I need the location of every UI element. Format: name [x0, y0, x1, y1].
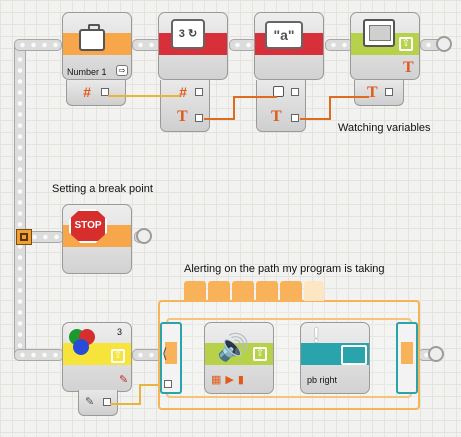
- sequence-beam-top: [14, 39, 62, 51]
- text-wire: [329, 96, 369, 98]
- wait-block-band: [301, 343, 369, 365]
- sensor-wire: [139, 384, 141, 405]
- variable-data-hub[interactable]: #: [66, 80, 126, 106]
- sequence-beam-row1-c: [325, 39, 353, 51]
- probe-icon: ✎: [119, 374, 129, 386]
- sequence-end-hub[interactable]: [436, 36, 452, 52]
- switch-tab[interactable]: [304, 281, 324, 301]
- sequence-beam-left: [14, 40, 26, 360]
- text-plug-b-icon: [273, 86, 284, 97]
- switch-tab[interactable]: [256, 281, 278, 301]
- display-screen-icon: [363, 19, 395, 47]
- text-input-plug[interactable]: [385, 88, 393, 96]
- text-icon: T: [271, 108, 282, 125]
- upload-arrow-icon: ⇧: [399, 37, 413, 51]
- text-data-hub[interactable]: T: [256, 80, 306, 132]
- sensor-output-plug[interactable]: [103, 398, 111, 406]
- switch-tab[interactable]: [208, 281, 230, 301]
- light-sensor-value: 3: [117, 327, 123, 337]
- probe-icon: ✎: [85, 396, 95, 408]
- number-input-plug[interactable]: [195, 88, 203, 96]
- text-wire: [329, 96, 331, 120]
- caption-watching-variables: Watching variables: [338, 122, 431, 134]
- number-icon: #: [179, 84, 187, 100]
- switch-entry-fill: [165, 342, 177, 364]
- wait-label: pb right: [307, 375, 338, 385]
- text-wire: [233, 96, 235, 120]
- stop-sign-icon: STOP: [69, 209, 107, 243]
- sequence-beam-row1-b: [229, 39, 257, 51]
- quote-text-icon: "a": [265, 21, 303, 49]
- number-to-text-block[interactable]: 3 ↻: [158, 12, 228, 80]
- switch-tab[interactable]: [280, 281, 302, 301]
- text-wire: [300, 118, 330, 120]
- switch-exit-fill: [401, 342, 413, 364]
- sequence-end-hub[interactable]: [136, 228, 152, 244]
- text-wire: [204, 118, 234, 120]
- variable-label: Number 1: [67, 67, 107, 77]
- number-icon: #: [83, 84, 91, 100]
- switch-inner-frame: [166, 318, 412, 398]
- number-wire: [108, 95, 180, 97]
- wait-block[interactable]: ! pb right: [300, 322, 370, 394]
- variable-block[interactable]: Number 1 ⇨: [62, 12, 132, 80]
- breakpoint-marker-icon[interactable]: [16, 229, 32, 245]
- text-wire: [233, 96, 277, 98]
- light-sensor-block[interactable]: 3 ⇧ ✎: [62, 322, 132, 392]
- write-arrow-icon: ⇨: [116, 65, 128, 76]
- sensor-wire: [110, 403, 140, 405]
- caption-break-point: Setting a break point: [52, 183, 153, 195]
- speaker-icon: 🔊: [217, 332, 250, 362]
- display-block[interactable]: ⇧ T: [350, 12, 420, 80]
- switch-tabs[interactable]: [184, 281, 324, 301]
- sequence-beam-row3-b: [132, 349, 164, 361]
- text-icon: T: [177, 108, 188, 125]
- caption-alerting-path: Alerting on the path my program is takin…: [184, 263, 385, 275]
- sequence-beam-row3: [14, 349, 64, 361]
- number-to-text-icon: 3 ↻: [171, 19, 205, 49]
- sound-block[interactable]: 🔊 ⇧ ▦▶▮: [204, 322, 274, 394]
- text-input-plug[interactable]: [291, 88, 299, 96]
- number-to-text-data-hub[interactable]: # T: [160, 80, 210, 132]
- upload-arrow-icon: ⇧: [111, 349, 125, 363]
- switch-input-plug[interactable]: [164, 380, 172, 388]
- stop-block[interactable]: STOP: [62, 204, 132, 274]
- color-circles-icon: [69, 329, 109, 363]
- text-block[interactable]: "a": [254, 12, 324, 80]
- number-output-plug[interactable]: [101, 88, 109, 96]
- switch-entry-block[interactable]: [160, 322, 182, 394]
- briefcase-icon: [79, 24, 105, 51]
- text-icon: T: [367, 84, 378, 101]
- text-output-plug[interactable]: [195, 114, 203, 122]
- text-output-plug[interactable]: [291, 114, 299, 122]
- sequence-end-hub[interactable]: [428, 346, 444, 362]
- upload-arrow-icon: ⇧: [253, 347, 267, 361]
- switch-tab[interactable]: [232, 281, 254, 301]
- text-icon: T: [403, 59, 414, 76]
- exclamation-icon: !: [313, 325, 320, 347]
- switch-decision-icon: ⟨: [162, 345, 168, 361]
- sensor-wire: [139, 384, 163, 386]
- switch-exit-block[interactable]: [396, 322, 418, 394]
- switch-tab[interactable]: [184, 281, 206, 301]
- sound-options-icon: ▦▶▮: [211, 374, 248, 386]
- sequence-beam-row1-a: [132, 39, 162, 51]
- display-data-hub[interactable]: T: [354, 80, 404, 106]
- wait-display-icon: [341, 345, 367, 365]
